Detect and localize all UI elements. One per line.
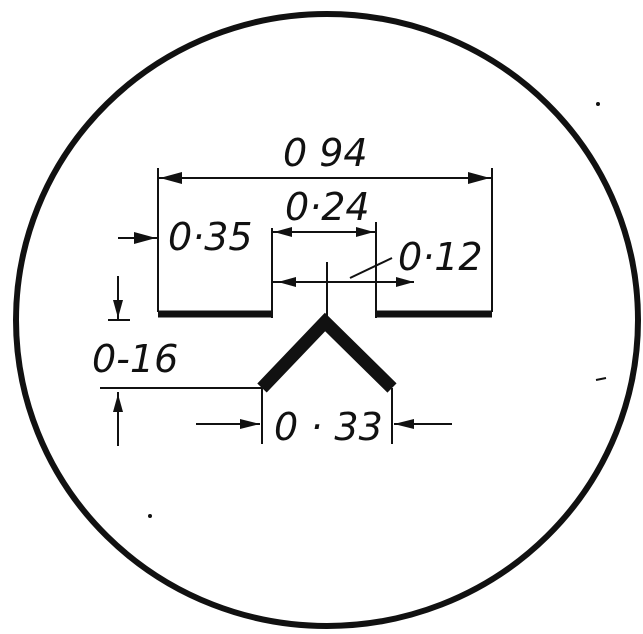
- bottom-width-label: 0 · 33: [274, 405, 383, 449]
- vertical-offset-dimension: [100, 276, 262, 446]
- left-opening-label: 0·35: [168, 215, 253, 259]
- center-gap-dimension: [272, 222, 377, 318]
- overall-width-dimension: [157, 168, 493, 312]
- reticle-circle: [13, 11, 641, 629]
- right-offset-label: 0·12: [398, 235, 483, 279]
- left-opening-dimension: [118, 232, 158, 244]
- speck-mark: [596, 102, 600, 106]
- bottom-width-dimension: [196, 388, 452, 444]
- speck-mark: [595, 377, 607, 381]
- overall-width-label: 0 94: [283, 131, 368, 175]
- center-gap-label: 0·24: [285, 185, 370, 229]
- right-offset-dimension: [272, 257, 414, 287]
- vertical-offset-label: 0-16: [92, 337, 178, 381]
- chevron-mark: [257, 312, 397, 393]
- speck-mark: [148, 514, 152, 518]
